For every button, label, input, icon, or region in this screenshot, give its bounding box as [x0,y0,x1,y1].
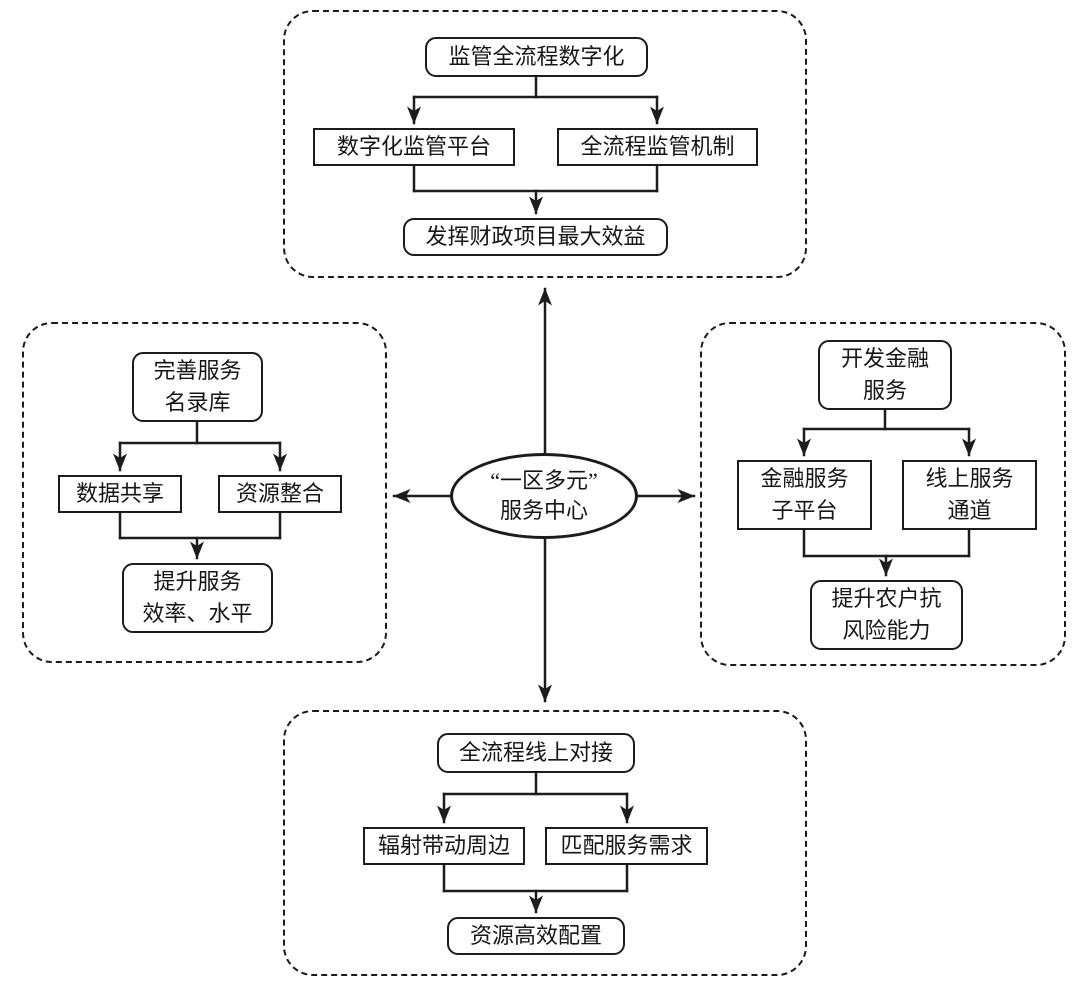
panel-financial-services [700,322,1066,666]
node-left-branch-right: 资源整合 [218,475,342,513]
panel-supervision [283,10,807,278]
node-bottom-branch-left: 辐射带动周边 [363,827,525,865]
node-left-source: 完善服务 名录库 [132,352,263,422]
node-top-branch-left: 数字化监管平台 [313,128,515,166]
node-left-result: 提升服务 效率、水平 [122,563,273,633]
node-right-result: 提升农户抗 风险能力 [810,580,963,650]
right-panel-connectors [797,408,976,577]
top-panel-connectors [407,75,664,215]
center-node: “一区多元” 服务中心 [450,453,638,539]
node-right-branch-right: 线上服务 通道 [902,460,1037,530]
node-right-branch-left: 金融服务 子平台 [737,460,872,530]
node-top-branch-right: 全流程监管机制 [557,128,758,166]
node-top-source: 监管全流程数字化 [425,37,648,77]
panel-service-directory [22,322,387,663]
bottom-panel-connectors [437,771,634,914]
node-top-result: 发挥财政项目最大效益 [403,218,668,256]
node-right-source: 开发金融 服务 [818,340,952,410]
panel-online-matching [283,710,807,976]
node-bottom-branch-right: 匹配服务需求 [545,827,708,865]
node-bottom-source: 全流程线上对接 [437,733,635,773]
node-bottom-result: 资源高效配置 [447,917,625,955]
center-to-panel-arrows [392,287,696,703]
left-panel-connectors [113,420,287,560]
node-left-branch-left: 数据共享 [58,475,182,513]
